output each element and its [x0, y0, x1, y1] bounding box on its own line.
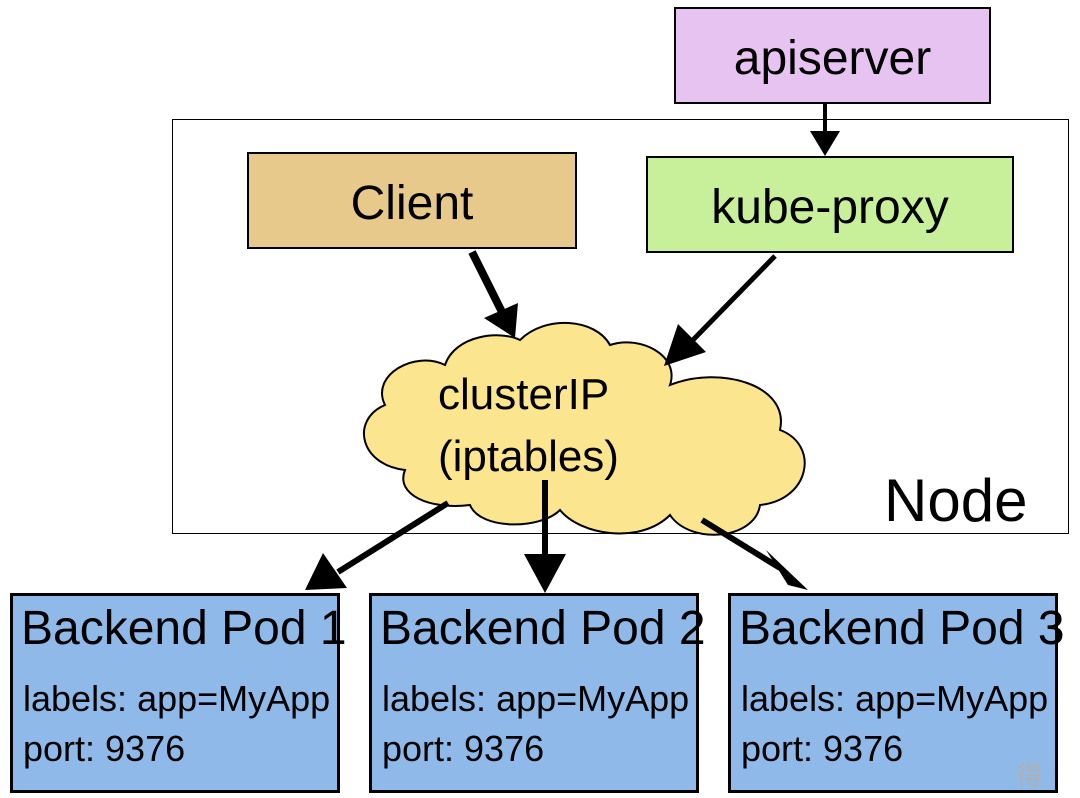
kube-proxy-box: kube-proxy [646, 156, 1014, 253]
node-label: Node [884, 467, 1028, 534]
pod-title: Backend Pod 3 [739, 602, 1065, 655]
pod-labels: labels: app=MyApp [382, 678, 690, 719]
arrowhead-icon [305, 553, 347, 590]
pod-port: port: 9376 [741, 728, 904, 769]
backend-pod-1: Backend Pod 1 labels: app=MyApp port: 93… [10, 593, 347, 793]
cluster-ip-label: clusterIP [438, 370, 610, 419]
pod-port: port: 9376 [23, 728, 186, 769]
backend-pod-2: Backend Pod 2 labels: app=MyApp port: 93… [369, 593, 706, 793]
pod-labels: labels: app=MyApp [741, 678, 1049, 719]
arrow-client-clusterip [468, 250, 506, 314]
client-box: Client [247, 152, 577, 249]
backend-pod-3: Backend Pod 3 labels: app=MyApp port: 93… [728, 593, 1065, 793]
arrowhead-icon [524, 554, 566, 593]
watermark: 得 [1016, 761, 1043, 791]
client-label: Client [350, 177, 474, 230]
pod-labels: labels: app=MyApp [23, 678, 331, 719]
arrow-clusterip-pod3 [700, 517, 782, 571]
apiserver-label: apiserver [733, 32, 932, 85]
pod-title: Backend Pod 2 [380, 602, 706, 655]
arrowhead-icon [484, 303, 518, 338]
pod-title: Backend Pod 1 [21, 602, 347, 655]
arrowhead-icon [766, 550, 808, 590]
arrow-clusterip-pod1 [336, 500, 450, 575]
arrow-kubeproxy-clusterip [688, 254, 777, 345]
kube-proxy-label: kube-proxy [711, 181, 949, 234]
pod-port: port: 9376 [382, 728, 545, 769]
arrowhead-icon [810, 131, 840, 156]
cluster-ip-cloud [362, 321, 806, 536]
arrowhead-icon [664, 324, 706, 366]
cluster-ip-sublabel: (iptables) [438, 432, 619, 481]
apiserver-box: apiserver [674, 7, 991, 104]
